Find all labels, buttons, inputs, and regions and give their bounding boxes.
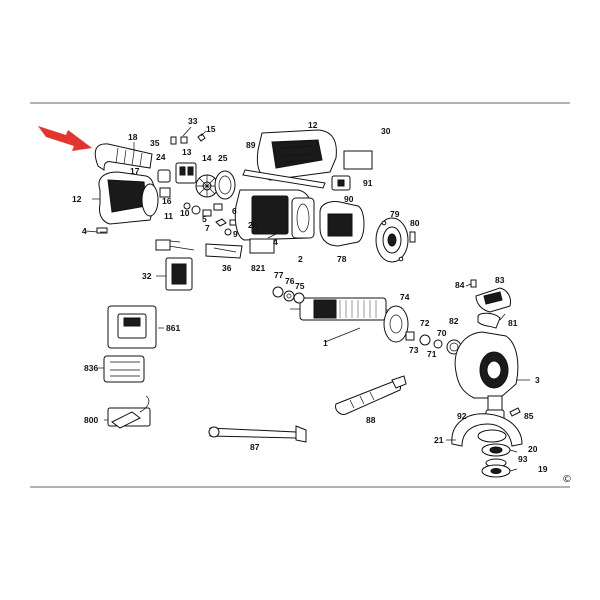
part-label: 88 xyxy=(366,415,376,425)
switch-assembly xyxy=(157,162,197,198)
part-label: 25 xyxy=(218,153,228,163)
part-label: 15 xyxy=(206,124,216,134)
part-label: 6 xyxy=(232,206,237,216)
part-label: 18 xyxy=(128,132,138,142)
side-handle xyxy=(335,375,407,415)
baffle-ring xyxy=(214,170,236,200)
part-label: 12 xyxy=(72,194,82,204)
copyright-mark: © xyxy=(562,474,572,485)
part-label: 861 xyxy=(166,323,180,333)
armature-bearings xyxy=(272,286,305,304)
part-label: 84 xyxy=(455,280,465,290)
part-label: 4 xyxy=(82,226,87,236)
part-label: 1 xyxy=(323,338,328,348)
part-label: 11 xyxy=(164,211,173,221)
wheel-guard xyxy=(451,413,523,447)
flange-stack xyxy=(481,443,511,478)
part-label: 77 xyxy=(274,270,284,280)
part-label: 85 xyxy=(524,411,534,421)
part-label: 21 xyxy=(434,435,444,445)
part-label: 9 xyxy=(233,229,238,239)
pinion-gear xyxy=(383,305,409,343)
accessory-case xyxy=(107,305,157,349)
part-label: 7 xyxy=(205,223,210,233)
part-label: 12 xyxy=(308,120,318,130)
part-label: 821 xyxy=(251,263,265,273)
bearing-plate xyxy=(375,217,416,263)
part-label: 75 xyxy=(295,281,305,291)
part-label: 13 xyxy=(182,147,192,157)
part-label: 14 xyxy=(202,153,212,163)
part-label: 30 xyxy=(381,126,391,136)
part-label: 33 xyxy=(188,116,198,126)
spindle-lock xyxy=(470,279,511,329)
screw-parts xyxy=(170,126,207,145)
part-label: 89 xyxy=(246,140,256,150)
part-label: 36 xyxy=(222,263,232,273)
part-label: 82 xyxy=(449,316,459,326)
part-label: 79 xyxy=(390,209,400,219)
accessory-tray xyxy=(103,355,145,383)
rear-housing xyxy=(85,171,159,234)
part-label: 83 xyxy=(495,275,505,285)
stator-field xyxy=(234,189,315,241)
part-label: 24 xyxy=(156,152,166,162)
label-plate-30 xyxy=(343,150,373,170)
part-label: 74 xyxy=(400,292,410,302)
part-label: 16 xyxy=(162,196,172,206)
brush-holder-top xyxy=(331,175,351,191)
part-label: 836 xyxy=(84,363,98,373)
part-label: 20 xyxy=(528,444,538,454)
part-label: 92 xyxy=(457,411,467,421)
switch-link-36 xyxy=(205,243,243,259)
part-labels: 18 33 35 15 12 30 13 14 25 89 24 17 91 1… xyxy=(72,116,548,474)
leader-lines xyxy=(98,231,530,472)
part-label: 80 xyxy=(410,218,420,228)
part-label: 35 xyxy=(150,138,160,148)
cord-guard xyxy=(94,143,153,171)
part-label: 800 xyxy=(84,415,98,425)
part-label: 17 xyxy=(130,166,140,176)
switch-rod xyxy=(242,169,326,189)
label-plate-821 xyxy=(249,238,275,254)
part-label: 90 xyxy=(344,194,354,204)
armature xyxy=(290,297,396,321)
part-label: 5 xyxy=(202,214,207,224)
part-label: 87 xyxy=(250,442,260,452)
motor-housing-upper xyxy=(256,129,337,181)
part-label: 81 xyxy=(508,318,518,328)
part-label: 76 xyxy=(285,276,295,286)
part-label: 3 xyxy=(535,375,540,385)
part-label: 72 xyxy=(420,318,430,328)
red-arrow-shape xyxy=(38,126,92,151)
part-label: 19 xyxy=(538,464,548,474)
part-label: 70 xyxy=(437,328,447,338)
part-label: 26 xyxy=(248,220,258,230)
cooling-fan xyxy=(195,174,219,198)
gear-case xyxy=(454,331,519,411)
part-label: 78 xyxy=(337,254,347,264)
part-label: 93 xyxy=(518,454,528,464)
part-label: 71 xyxy=(427,349,437,359)
part-label: 4 xyxy=(273,237,278,247)
cord-set xyxy=(107,395,151,429)
part-label: 73 xyxy=(409,345,419,355)
part-label: 91 xyxy=(363,178,373,188)
highlight-arrow-icon xyxy=(38,126,92,151)
field-coil xyxy=(319,201,365,247)
part-label: 2 xyxy=(298,254,303,264)
part-label: 10 xyxy=(180,208,190,218)
electronic-module xyxy=(155,239,195,291)
part-label: 32 xyxy=(142,271,152,281)
spanner-wrench xyxy=(208,425,307,443)
